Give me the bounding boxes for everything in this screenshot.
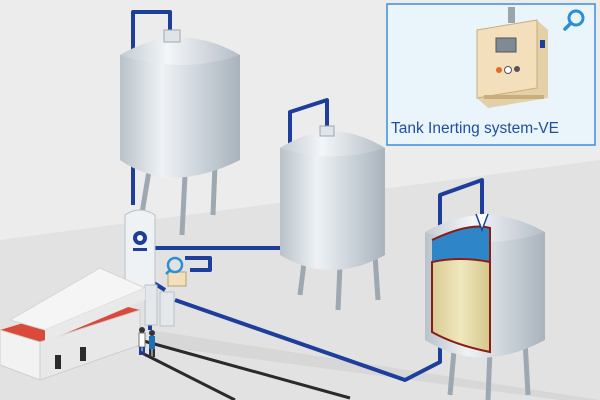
storage-tank-3-cutaway: [425, 213, 545, 400]
floor-marking-line-2: [139, 350, 236, 400]
tank-headspace-gas: [432, 226, 490, 262]
control-unit-small[interactable]: [165, 256, 187, 287]
magnifier-icon-small: [166, 256, 184, 274]
callout-title: Tank Inerting system-VE: [391, 120, 559, 137]
inerting-system-callout[interactable]: Tank Inerting system-VE: [386, 3, 596, 146]
magnifier-icon[interactable]: [563, 9, 585, 31]
storage-tank-2: [280, 125, 385, 311]
operator-figures: [138, 327, 155, 357]
building-shed: [0, 267, 147, 381]
storage-tank-1: [120, 29, 240, 236]
floor-marking-line: [139, 338, 351, 400]
pipe-main-run: [150, 98, 329, 250]
nitrogen-supply-vessel: [124, 209, 175, 327]
pipe-to-control: [185, 256, 212, 272]
control-cabinet: [476, 7, 548, 108]
